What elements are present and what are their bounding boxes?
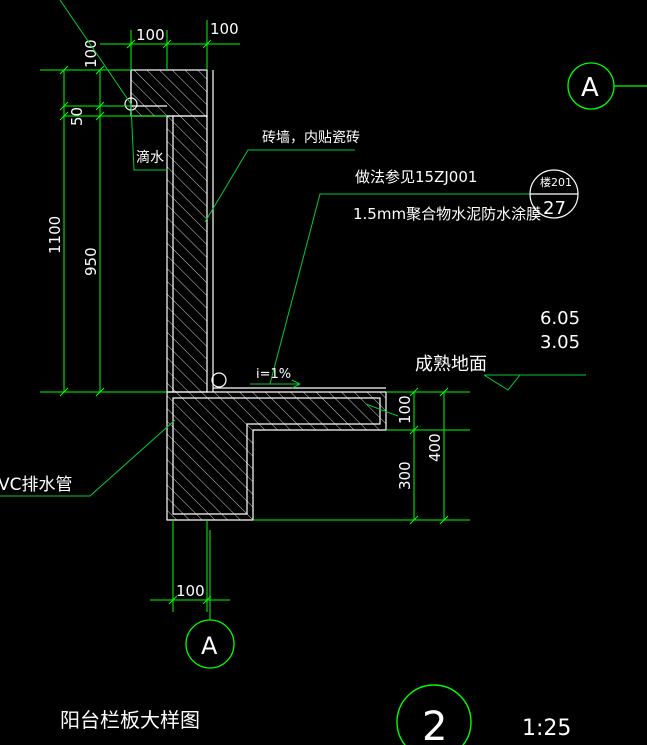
leader-waterproof <box>269 193 530 385</box>
axis-label-top-right: A <box>581 73 599 103</box>
title-bubble <box>396 684 472 745</box>
dimension-lines <box>40 20 470 620</box>
label-elevation-2: 3.05 <box>540 332 580 353</box>
ground-marker <box>483 374 521 391</box>
label-pvc-pipe: VC排水管 <box>0 475 73 495</box>
slab-inner-outline <box>172 397 381 515</box>
dim-slab-total: 400 <box>426 433 444 462</box>
dim-total-height: 1100 <box>46 216 64 254</box>
slope-arrow <box>291 379 301 389</box>
detail-index-bubble <box>529 169 579 219</box>
parapet-cap <box>130 69 208 117</box>
leader-pvc <box>0 419 176 497</box>
dim-wall-height: 950 <box>82 247 100 276</box>
slab-arrow-line <box>365 403 399 417</box>
dim-step-height: 300 <box>396 461 414 490</box>
label-drip: 滴水 <box>136 149 164 166</box>
leader-drip-label <box>130 103 168 171</box>
dim-bottom-width: 100 <box>176 582 205 600</box>
label-finished-ground: 成熟地面 <box>415 354 487 375</box>
title-bubble-number: 2 <box>422 704 447 745</box>
drawing-scale: 1:25 <box>522 716 571 741</box>
axis-bubble-top-right <box>567 62 647 110</box>
label-slope: i=1% <box>256 367 291 382</box>
dim-drip-height: 50 <box>68 107 86 126</box>
leader-drip <box>59 0 132 105</box>
leader-brick <box>204 149 355 223</box>
axis-label-bottom: A <box>201 632 218 660</box>
floor-slab <box>166 391 387 521</box>
detail-index-ref: 楼201 <box>540 175 572 189</box>
leader-lines <box>0 0 586 497</box>
detail-index-number: 27 <box>543 198 566 219</box>
label-elevation-1: 6.05 <box>540 308 580 329</box>
dim-top-right: 100 <box>210 20 239 38</box>
dimension-texts: 100 100 100 50 1100 950 100 300 400 100 <box>46 20 444 600</box>
annotation-texts: 滴水 砖墙，内贴瓷砖 做法参见15ZJ001 1.5mm聚合物水泥防水涂膜 i=… <box>0 130 580 741</box>
dim-top-height: 100 <box>82 39 100 68</box>
axis-bubble-bottom <box>185 619 235 669</box>
dim-top-left: 100 <box>136 26 165 44</box>
label-waterproof: 1.5mm聚合物水泥防水涂膜 <box>353 205 541 223</box>
parapet-wall <box>166 115 208 393</box>
label-method-ref: 做法参见15ZJ001 <box>355 168 477 186</box>
dim-slab-thickness: 100 <box>396 395 414 424</box>
label-brick-wall: 砖墙，内贴瓷砖 <box>262 130 360 146</box>
drain-hole <box>211 372 227 388</box>
drawing-title: 阳台栏板大样图 <box>60 708 200 732</box>
